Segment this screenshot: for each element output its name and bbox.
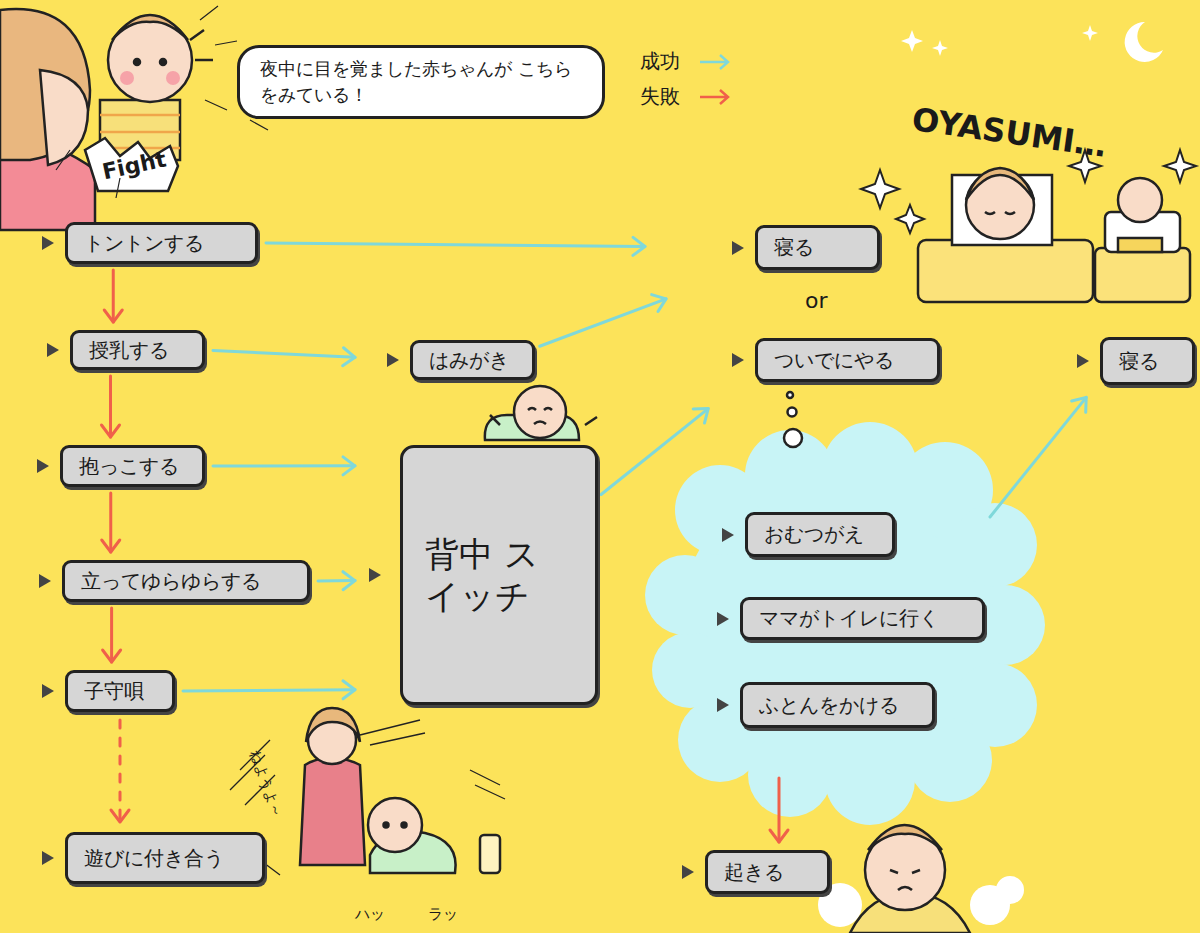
connector bbox=[103, 608, 121, 662]
burst-lines bbox=[56, 6, 268, 198]
node-text: おむつがえ bbox=[764, 521, 864, 548]
connector-line bbox=[213, 350, 355, 357]
connector bbox=[540, 295, 666, 347]
step-box: はみがき bbox=[410, 340, 535, 380]
connector-line bbox=[601, 409, 708, 495]
step-box: 授乳する bbox=[70, 330, 205, 370]
node-text: 背中 スイッチ bbox=[425, 533, 573, 618]
connector bbox=[183, 681, 355, 699]
legend-samples bbox=[700, 55, 728, 104]
connector-line bbox=[990, 397, 1086, 517]
crawling-baby bbox=[368, 798, 500, 873]
step-box: ママがトイレに行く bbox=[740, 597, 985, 640]
result-box: 起きる bbox=[705, 850, 830, 894]
connector bbox=[990, 397, 1086, 517]
thought-cloud bbox=[645, 422, 1045, 825]
thought-dots bbox=[784, 392, 802, 447]
node-text: 立ってゆらゆらする bbox=[81, 568, 261, 595]
step-box: おむつがえ bbox=[745, 512, 895, 557]
node-text: 起きる bbox=[724, 859, 784, 886]
sound-effect: ハッ bbox=[355, 905, 385, 924]
connector bbox=[266, 237, 645, 255]
node-text: 寝る bbox=[774, 234, 814, 261]
node-text: 夜中に目を覚ました赤ちゃんが こちらをみている！ bbox=[260, 56, 582, 108]
step-box: トントンする bbox=[65, 222, 258, 264]
step-box: 遊びに付き合う bbox=[65, 832, 265, 884]
node-text: トントンする bbox=[84, 230, 204, 257]
speech-bubble: 夜中に目を覚ました赤ちゃんが こちらをみている！ bbox=[237, 45, 605, 119]
arrow-head bbox=[343, 681, 355, 699]
step-box: ふとんをかける bbox=[740, 682, 935, 728]
arrow-head bbox=[652, 295, 666, 312]
node-text: 抱っこする bbox=[79, 453, 179, 480]
connector-line bbox=[318, 579, 355, 582]
speech-scribble: ねようよ～ bbox=[245, 748, 286, 820]
connector-line bbox=[540, 299, 666, 346]
connector bbox=[318, 572, 355, 590]
connector bbox=[111, 720, 129, 822]
arrow-head bbox=[103, 650, 121, 662]
connector bbox=[770, 778, 788, 842]
connector bbox=[213, 457, 355, 475]
arrow-head bbox=[633, 237, 645, 255]
sleeping-family bbox=[918, 168, 1190, 302]
connector-line bbox=[213, 464, 355, 467]
node-text: ついでにやる bbox=[774, 347, 894, 374]
switch-box: 背中 スイッチ bbox=[400, 445, 598, 705]
node-text: 遊びに付き合う bbox=[84, 845, 224, 872]
arrow-head bbox=[102, 540, 120, 552]
sound-effect: ラッ bbox=[428, 905, 458, 924]
connector-line bbox=[110, 608, 113, 662]
step-box: 立ってゆらゆらする bbox=[62, 560, 310, 602]
arrow-head bbox=[693, 409, 708, 424]
mother-kneeling bbox=[300, 708, 365, 865]
mother-and-baby bbox=[0, 9, 213, 230]
stars bbox=[901, 25, 1098, 56]
scribble-lines bbox=[230, 720, 505, 875]
node-text: ふとんをかける bbox=[759, 692, 899, 719]
connector bbox=[102, 493, 120, 552]
connector-line bbox=[119, 720, 122, 822]
connector bbox=[102, 376, 120, 437]
arrow-head bbox=[1072, 397, 1087, 412]
step-box: 子守唄 bbox=[65, 670, 175, 712]
arrow-head bbox=[104, 310, 122, 322]
result-box: 寝る bbox=[1100, 337, 1195, 385]
step-box: ついでにやる bbox=[755, 338, 940, 382]
grumpy-baby bbox=[818, 825, 1024, 933]
connector-line bbox=[266, 243, 645, 246]
connector bbox=[601, 409, 708, 495]
arrow-head bbox=[102, 425, 120, 437]
legend-text: 失敗 bbox=[640, 83, 680, 110]
arrow-head bbox=[343, 457, 355, 475]
arrow-head bbox=[343, 572, 355, 590]
arrow-head bbox=[111, 810, 129, 822]
connector-line bbox=[183, 690, 355, 691]
result-box: 寝る bbox=[755, 225, 880, 270]
connector-line bbox=[109, 493, 112, 552]
connector bbox=[213, 348, 355, 366]
legend-text: 成功 bbox=[640, 48, 680, 75]
connector-line bbox=[778, 778, 781, 842]
node-text: 授乳する bbox=[89, 337, 169, 364]
node-text: 寝る bbox=[1119, 348, 1159, 375]
node-text: 子守唄 bbox=[84, 678, 144, 705]
arrow-head bbox=[770, 830, 788, 842]
oyasumi-label: OYASUMI… bbox=[910, 100, 1109, 165]
moon bbox=[1125, 22, 1163, 62]
or-label: or bbox=[805, 288, 828, 313]
node-text: ママがトイレに行く bbox=[759, 605, 939, 632]
connector-line bbox=[112, 270, 115, 322]
arrow-head bbox=[343, 348, 355, 366]
node-text: はみがき bbox=[429, 347, 509, 374]
connector-line bbox=[109, 376, 112, 437]
connector bbox=[104, 270, 122, 322]
crying-baby bbox=[485, 386, 597, 440]
step-box: 抱っこする bbox=[60, 445, 205, 487]
